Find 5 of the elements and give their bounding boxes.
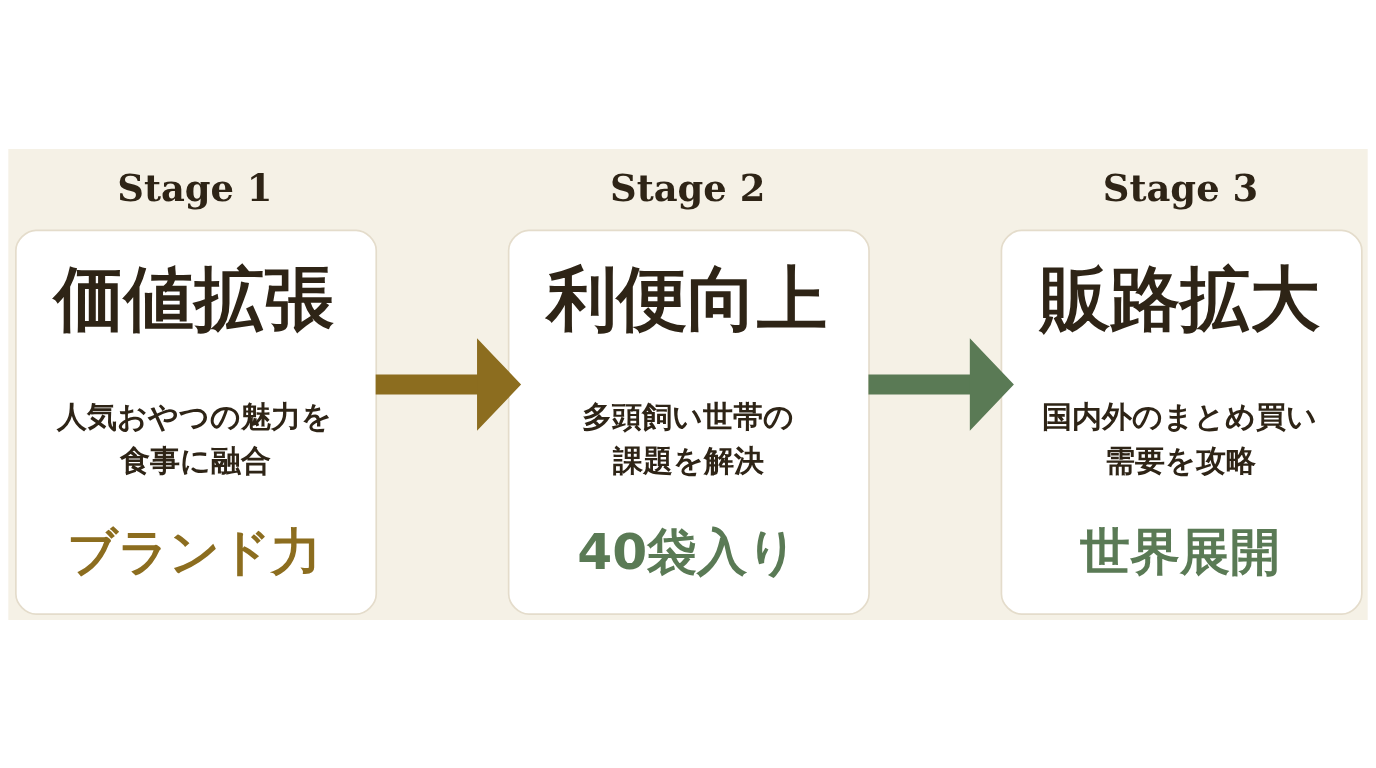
arrow xyxy=(868,337,1014,431)
node-label: Stage 3 xyxy=(1102,165,1259,210)
arrow xyxy=(375,337,522,431)
node-label: Stage 2 xyxy=(610,165,766,210)
node-label: Stage 1 xyxy=(117,165,273,210)
